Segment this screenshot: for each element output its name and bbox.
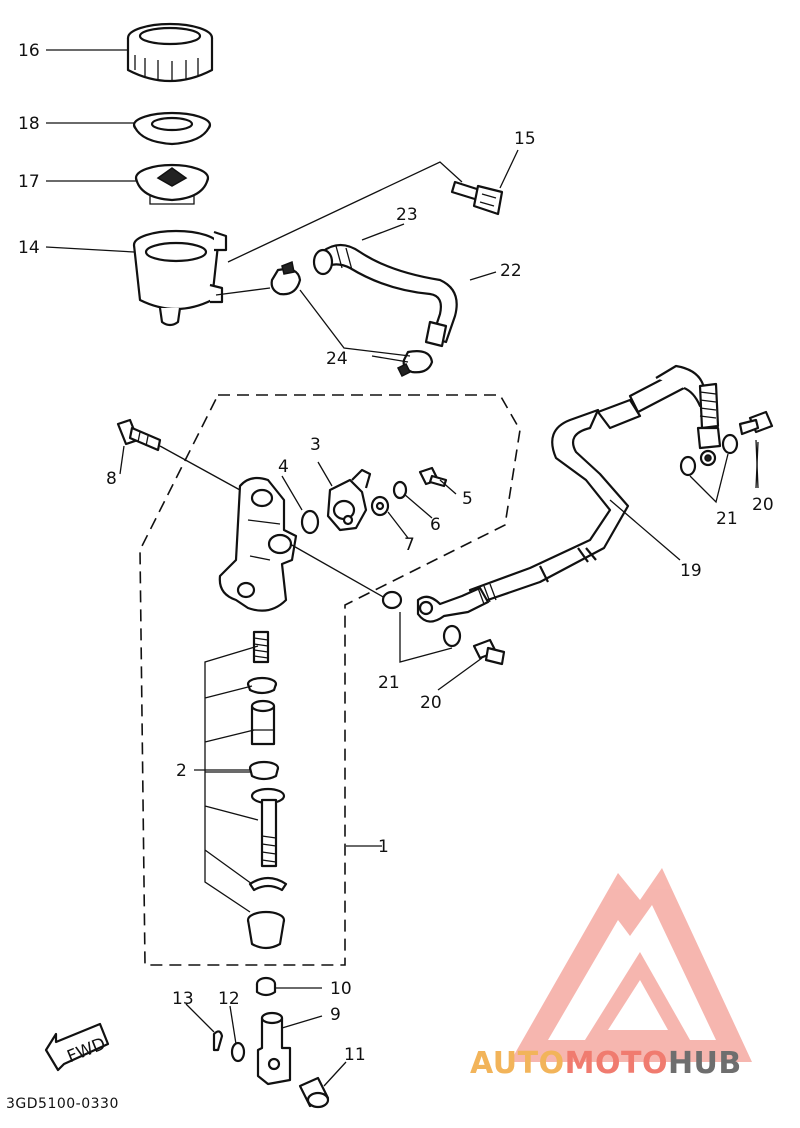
spring [252, 630, 270, 664]
reservoir-hose [312, 243, 458, 348]
push-rod [250, 787, 286, 868]
callout-23: 23 [396, 205, 418, 225]
cup [246, 676, 278, 695]
callout-7: 7 [404, 535, 415, 555]
hose-union [326, 468, 372, 532]
o-ring [300, 509, 320, 535]
callout-2: 2 [176, 761, 187, 781]
mounting-bolt [116, 418, 162, 452]
callout-11: 11 [344, 1045, 366, 1065]
clevis [256, 1011, 292, 1086]
callout-13: 13 [172, 989, 194, 1009]
leader-lines-top [215, 161, 463, 357]
copper-washer [381, 590, 403, 610]
reservoir-cap [126, 22, 214, 83]
adjuster-nut [255, 976, 277, 997]
diaphragm-plate [132, 111, 212, 146]
piston [250, 699, 276, 746]
cotter-pin [212, 1030, 224, 1052]
callout-leaders [45, 49, 759, 1087]
clevis-pin [298, 1076, 330, 1109]
banjo-bolt-upper [738, 410, 774, 436]
callout-19: 19 [680, 561, 702, 581]
callout-8: 8 [106, 469, 117, 489]
callout-18: 18 [18, 114, 40, 134]
callout-9: 9 [330, 1005, 341, 1025]
wordmark-moto: MOTO [564, 1046, 668, 1081]
callout-10: 10 [330, 979, 352, 999]
banjo-bolt-lower [472, 638, 506, 666]
screw [418, 466, 448, 488]
callout-20-right: 20 [752, 495, 774, 515]
hose-clip [270, 260, 434, 378]
callout-4: 4 [278, 457, 289, 477]
drawing-code: 3GD5100-0330 [6, 1096, 119, 1112]
callout-1: 1 [378, 837, 389, 857]
copper-washer [721, 433, 739, 455]
callout-24: 24 [326, 349, 348, 369]
circlip [248, 876, 288, 892]
callout-17: 17 [18, 172, 40, 192]
callout-15: 15 [514, 129, 536, 149]
callout-20-left: 20 [420, 693, 442, 713]
copper-washer [679, 455, 697, 477]
callout-21-right: 21 [716, 509, 738, 529]
clevis-washer [230, 1041, 246, 1063]
fwd-arrow [44, 1022, 110, 1072]
cup-seal [248, 760, 280, 781]
brake-hose [416, 364, 722, 623]
callout-21-left: 21 [378, 673, 400, 693]
spring-washer [392, 480, 408, 500]
copper-washer [442, 624, 462, 648]
dust-boot [246, 910, 286, 950]
watermark-wordmark: AUTOMOTOHUB [470, 1046, 742, 1081]
flat-washer [370, 495, 390, 517]
callout-12: 12 [218, 989, 240, 1009]
master-cylinder-body [218, 476, 298, 612]
callout-22: 22 [500, 261, 522, 281]
kit-bracket [204, 645, 259, 913]
callout-16: 16 [18, 41, 40, 61]
watermark-logo [510, 868, 752, 1062]
callout-5: 5 [462, 489, 473, 509]
callout-3: 3 [310, 435, 321, 455]
callout-14: 14 [18, 238, 40, 258]
wordmark-auto: AUTO [470, 1046, 565, 1081]
union-bolt [450, 180, 504, 216]
reservoir-body [132, 229, 228, 327]
callout-6: 6 [430, 515, 441, 535]
diaphragm [134, 163, 210, 205]
assembly-outline [139, 394, 521, 966]
wordmark-hub: HUB [667, 1046, 742, 1081]
